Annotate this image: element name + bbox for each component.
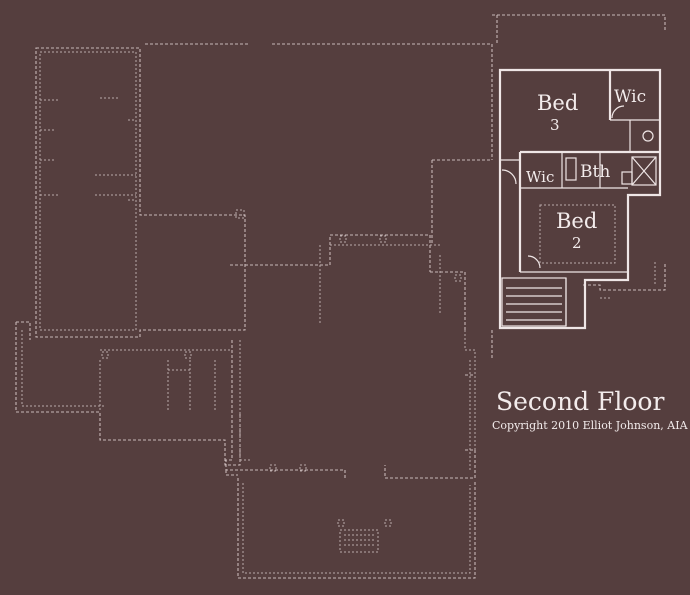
room-labels: Bed 3 Wic Wic Bth Bed 2 [526, 87, 646, 252]
second-floor-walls [498, 68, 662, 330]
plan-title: Second Floor [496, 387, 664, 416]
bath-label: Bth [580, 162, 610, 182]
bed3-name: Bed [537, 91, 578, 115]
wic-mid-label: Wic [526, 168, 554, 186]
bed2-name: Bed [556, 209, 597, 233]
wic-top-label: Wic [614, 87, 646, 107]
bed3-number: 3 [550, 116, 560, 134]
first-floor-outline [15, 14, 666, 579]
copyright-note: Copyright 2010 Elliot Johnson, AIA [492, 419, 689, 432]
bed2-number: 2 [572, 234, 582, 252]
